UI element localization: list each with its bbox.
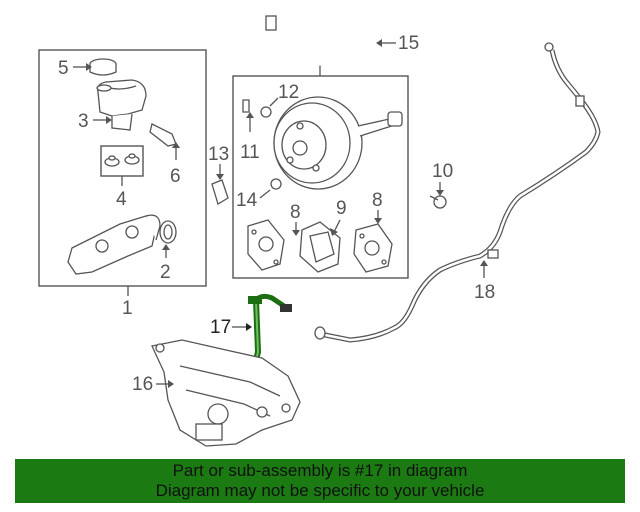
callout-14: 14 — [236, 190, 258, 211]
gasket-right — [353, 223, 393, 273]
callout-1: 1 — [122, 298, 133, 319]
gasket-left — [247, 219, 285, 271]
callout-4: 4 — [116, 189, 127, 210]
callout-3: 3 — [78, 111, 89, 132]
fluid-reservoir — [96, 79, 147, 131]
callout-5: 5 — [58, 58, 69, 79]
fluid-level-sensor — [149, 123, 177, 147]
master-cylinder-box — [38, 49, 207, 287]
gasket-center — [299, 221, 341, 273]
sensor-harness — [314, 42, 601, 343]
callout-2: 2 — [160, 262, 171, 283]
callout-16: 16 — [132, 374, 153, 395]
callout-11: 11 — [240, 142, 260, 163]
callout-8b: 8 — [372, 190, 383, 211]
callout-6: 6 — [170, 166, 181, 187]
bolt — [429, 195, 447, 209]
info-banner: Part or sub-assembly is #17 in diagram D… — [15, 459, 625, 503]
brake-booster — [273, 96, 403, 190]
parts-diagram: 1 5 3 6 4 2 7 — [38, 15, 601, 447]
callout-13: 13 — [208, 144, 229, 165]
banner-line-2: Diagram may not be specific to your vehi… — [155, 481, 485, 500]
banner-line-1: Part or sub-assembly is #17 in diagram — [172, 461, 468, 480]
grommets — [104, 153, 140, 167]
callout-10: 10 — [432, 161, 453, 182]
callout-15: 15 — [398, 33, 419, 54]
reservoir-cap — [89, 58, 117, 76]
intake-manifold — [151, 339, 301, 447]
callout-17: 17 — [210, 317, 231, 338]
callout-9: 9 — [336, 198, 347, 219]
callout-8a: 8 — [290, 202, 301, 223]
callout-12: 12 — [278, 82, 299, 103]
master-cylinder — [67, 214, 161, 275]
vacuum-hose — [260, 15, 365, 68]
callout-18: 18 — [474, 282, 495, 303]
